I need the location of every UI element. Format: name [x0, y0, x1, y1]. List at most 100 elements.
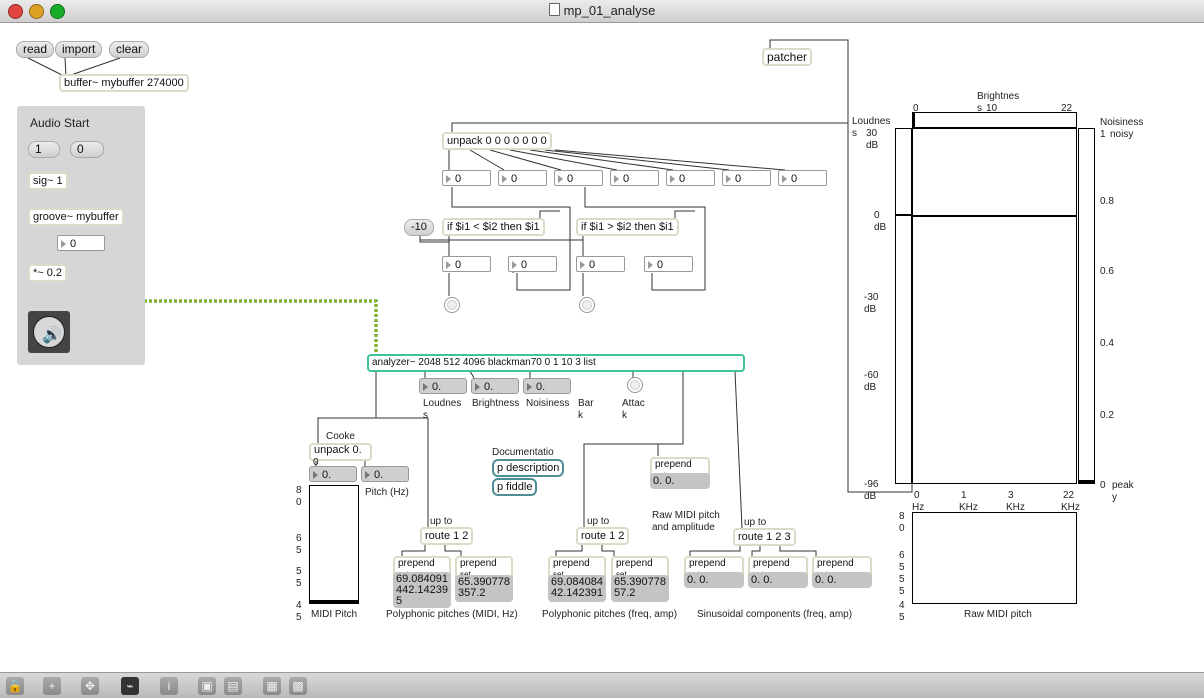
- groove-object[interactable]: groove~ mybuffer: [28, 208, 124, 226]
- analyzer-object[interactable]: analyzer~ 2048 512 4096 blackman70 0 1 1…: [367, 354, 745, 372]
- patcher-object[interactable]: patcher: [762, 48, 813, 66]
- prepend-midi-2[interactable]: prependset 65.390778 357.2: [455, 556, 513, 602]
- prepend-freq-1-display[interactable]: 69.084084 42.142391: [548, 575, 606, 602]
- cooked-hz-number[interactable]: 0.: [361, 466, 409, 482]
- prepend-freq-1[interactable]: prependset 69.084084 42.142391: [548, 556, 606, 602]
- route-b-object[interactable]: route 1 2: [576, 527, 630, 545]
- prepend-midi-1[interactable]: prependset 69.084091 442.14239 5: [393, 556, 451, 608]
- if-num-4[interactable]: 0: [644, 256, 693, 272]
- close-window-button[interactable]: [8, 4, 23, 19]
- label-attack: Attac: [622, 398, 645, 409]
- num-box-3[interactable]: 0: [554, 170, 603, 186]
- if-greater-object[interactable]: if $i1 > $i2 then $i1: [576, 218, 679, 236]
- noise-0-6: 0.6: [1100, 266, 1114, 277]
- p-fiddle-object[interactable]: p fiddle: [492, 478, 538, 496]
- brightness-22: 22: [1061, 103, 1073, 114]
- grid-button[interactable]: ▦: [263, 677, 281, 695]
- num-box-4[interactable]: 0: [610, 170, 659, 186]
- multiply-signal-object[interactable]: *~ 0.2: [28, 264, 68, 282]
- groove-number[interactable]: 0: [57, 235, 105, 251]
- prepend-sin-2[interactable]: prependset 0. 0.: [748, 556, 808, 588]
- prepend-sin-3-label: prepend: [817, 558, 854, 569]
- raw-prepend-display[interactable]: 0. 0.: [650, 473, 710, 489]
- route-c-object[interactable]: route 1 2 3: [733, 528, 796, 546]
- noisiness-meter-mark: [1079, 480, 1094, 483]
- khz-22: 22: [1063, 490, 1075, 501]
- route-a-object[interactable]: route 1 2: [420, 527, 474, 545]
- read-button[interactable]: read: [16, 41, 55, 58]
- if-num-1[interactable]: 0: [442, 256, 491, 272]
- audio-msg-0[interactable]: 0: [70, 141, 104, 158]
- buffer-object[interactable]: buffer~ mybuffer 274000: [59, 74, 189, 92]
- msg-minus-10[interactable]: -10: [404, 219, 434, 236]
- prepend-freq-2-display[interactable]: 65.390778 57.2: [611, 575, 669, 602]
- db-0: 0: [874, 210, 880, 221]
- poly-freq-label: Polyphonic pitches (freq, amp): [542, 609, 678, 620]
- snap-grid-button[interactable]: ▩: [289, 677, 307, 695]
- noisy-1: 1: [1100, 129, 1106, 140]
- brightness-number[interactable]: 0.: [471, 378, 519, 394]
- midi-scale-80b: 0: [296, 497, 302, 508]
- inspector-button[interactable]: i: [160, 677, 178, 695]
- raw-scale-80a: 8: [899, 511, 905, 522]
- presentation-button[interactable]: ⌁: [121, 677, 139, 695]
- label-brightness: Brightness: [472, 398, 520, 409]
- unpack-cooked-object[interactable]: unpack 0.: [309, 443, 372, 461]
- num-box-5[interactable]: 0: [666, 170, 715, 186]
- label-loudness-2: s: [423, 410, 428, 421]
- prepend-sin-2-display[interactable]: 0. 0.: [748, 572, 808, 588]
- attack-bang[interactable]: [627, 377, 643, 393]
- if-less-object[interactable]: if $i1 < $i2 then $i1: [442, 218, 545, 236]
- bang-button-2[interactable]: [579, 297, 595, 313]
- document-icon: [548, 3, 560, 16]
- bring-front-button[interactable]: ▣: [198, 677, 216, 695]
- khz-1: 1: [961, 490, 967, 501]
- noisy-label: noisy: [1110, 129, 1134, 140]
- dac-speaker-button[interactable]: 🔊: [28, 311, 70, 353]
- prepend-sin-1[interactable]: prependset 0. 0.: [684, 556, 744, 588]
- prepend-sin-3-display[interactable]: 0. 0.: [812, 572, 872, 588]
- zoom-window-button[interactable]: [50, 4, 65, 19]
- prepend-midi-1-label: prepend: [398, 558, 435, 569]
- db-unit-1: dB: [866, 140, 879, 151]
- pitch-hz-label: Pitch (Hz): [365, 487, 409, 498]
- bang-button-1[interactable]: [444, 297, 460, 313]
- cooked-midi-number[interactable]: 0.: [309, 466, 357, 482]
- raw-prepend-object[interactable]: prepend set 0. 0.: [650, 457, 710, 489]
- prepend-midi-1-display[interactable]: 69.084091 442.14239 5: [393, 572, 451, 608]
- brightness-meter-mark: [913, 113, 915, 127]
- right-loudness-label: Loudnes: [852, 116, 891, 127]
- num-box-7[interactable]: 0: [778, 170, 827, 186]
- loudness-number[interactable]: 0.: [419, 378, 467, 394]
- num-box-6[interactable]: 0: [722, 170, 771, 186]
- num-box-1[interactable]: 0: [442, 170, 491, 186]
- db-unit-5: dB: [864, 491, 877, 502]
- route-c-up: up to: [744, 517, 767, 528]
- unpack-main-object[interactable]: unpack 0 0 0 0 0 0 0: [442, 132, 552, 150]
- loudness-meter: [895, 128, 912, 484]
- move-button[interactable]: ✥: [81, 677, 99, 695]
- send-back-button[interactable]: ▤: [224, 677, 242, 695]
- prepend-midi-2-display[interactable]: 65.390778 357.2: [455, 575, 513, 602]
- if-num-2[interactable]: 0: [508, 256, 557, 272]
- plus-icon: +: [48, 679, 56, 693]
- new-object-button[interactable]: +: [43, 677, 61, 695]
- prepend-sin-1-display[interactable]: 0. 0.: [684, 572, 744, 588]
- khz-3: 3: [1008, 490, 1014, 501]
- clear-button[interactable]: clear: [109, 41, 150, 58]
- sig-object[interactable]: sig~ 1: [28, 172, 68, 190]
- noisiness-number[interactable]: 0.: [523, 378, 571, 394]
- import-button[interactable]: import: [55, 41, 103, 58]
- p-description-object[interactable]: p description: [492, 459, 565, 477]
- prepend-sin-3[interactable]: prependset 0. 0.: [812, 556, 872, 588]
- if-num-3[interactable]: 0: [576, 256, 625, 272]
- prepend-midi-2-args: set: [460, 570, 471, 579]
- audio-msg-1[interactable]: 1: [28, 141, 60, 158]
- lock-button[interactable]: 🔒: [6, 677, 24, 695]
- num-box-2[interactable]: 0: [498, 170, 547, 186]
- title-bar: mp_01_analyse: [0, 0, 1204, 23]
- raw-scale-45a: 4: [899, 600, 905, 611]
- minimize-window-button[interactable]: [29, 4, 44, 19]
- bring-front-icon: ▣: [201, 679, 213, 693]
- prepend-freq-2[interactable]: prependset 65.390778 57.2: [611, 556, 669, 602]
